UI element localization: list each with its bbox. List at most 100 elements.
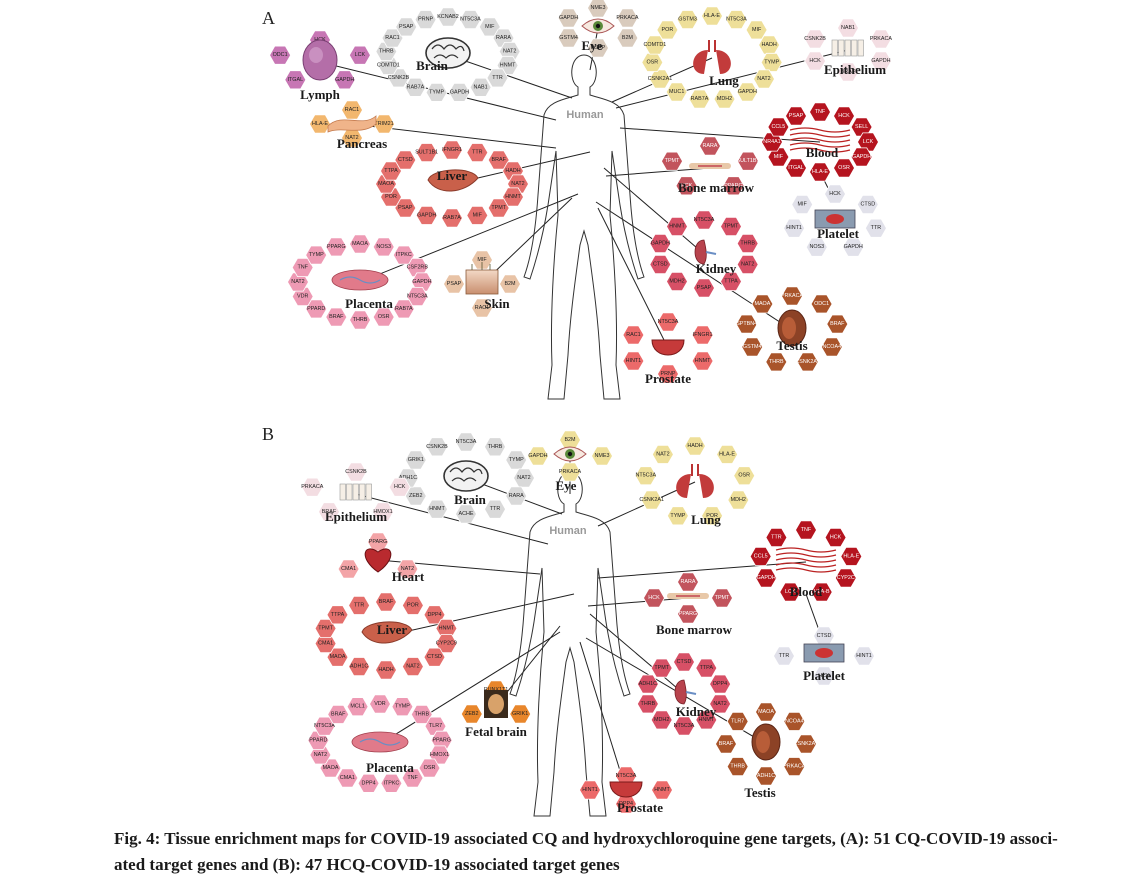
platelet-icon [803, 643, 845, 663]
gene-hexagon [305, 245, 328, 265]
gene-node: GAPDH [755, 568, 778, 588]
gene-label: PRKACA [781, 293, 804, 299]
gene-hexagon [426, 437, 448, 457]
gene-label: THRB [641, 701, 656, 707]
gene-label: MIF [485, 24, 495, 30]
gene-node: NAT2 [651, 444, 674, 464]
gene-node: TTR [773, 646, 795, 666]
gene-node: LCK [348, 45, 371, 65]
panel-letter: B [262, 424, 274, 444]
gene-hexagon [392, 299, 415, 319]
gene-label: PPARG [327, 244, 345, 250]
gene-node: B2M [616, 28, 639, 48]
gene-hexagon [813, 666, 835, 686]
gene-hexagon [677, 604, 699, 624]
gene-node: MIF [791, 194, 814, 215]
gene-node: ADH1C [755, 766, 777, 786]
gene-label: NT5C3A [635, 473, 656, 479]
gene-hexagon [333, 70, 356, 90]
gene-label: NAT2 [757, 76, 770, 82]
gene-node: RAC1 [622, 325, 645, 345]
gene-label: PRNP [661, 371, 676, 377]
gene-node: GAPDH [333, 70, 356, 90]
gene-node: HCK [813, 666, 835, 686]
gene-label: HNMT [699, 717, 715, 723]
gene-hexagon [791, 194, 814, 215]
gene-label: CTSD [653, 262, 668, 268]
gene-label: TTPA [724, 279, 738, 285]
gene-label: RAC1 [626, 332, 640, 338]
gene-hexagon [804, 29, 827, 49]
gene-hexagon [509, 704, 532, 724]
gene-node: TTR [348, 595, 371, 615]
gene-hexagon [505, 486, 528, 506]
gene-node: TNF [809, 102, 831, 122]
gene-node: PRKACA [301, 477, 324, 497]
gene-label: ODC1 [814, 301, 829, 307]
tissue-label: Heart [392, 569, 425, 584]
gene-hexagon [737, 151, 759, 171]
gene-hexagon [499, 274, 521, 294]
gene-node: NT5C3A [657, 312, 679, 332]
panel-b: BHumanNT5C3ATHRBTYMPNAT2RARATTRACHEHNMTZ… [262, 424, 875, 817]
gene-node: BRAF [325, 307, 348, 327]
gene-hexagon [809, 162, 831, 182]
gene-hexagon [437, 7, 459, 27]
gene-hexagon [513, 468, 535, 488]
tissue-label: Lung [691, 512, 721, 527]
gene-node: NT5C3A [693, 210, 715, 230]
gene-hexagon [622, 325, 645, 345]
gene-node: PSAP [443, 274, 465, 294]
gene-hexagon [502, 187, 524, 207]
gene-node: NAB1 [837, 18, 859, 38]
epithelium-icon [831, 39, 864, 57]
gene-label: GRIK1 [512, 711, 528, 717]
gene-label: VDR [297, 294, 308, 300]
gene-label: NCOA4 [785, 718, 804, 724]
gene-node: NCOA4 [820, 337, 843, 357]
brain-icon [443, 460, 489, 492]
gene-node: TYMP [425, 82, 448, 102]
gene-label: GAPDH [450, 89, 469, 95]
gene-hexagon [375, 660, 397, 680]
gene-hexagon [677, 572, 699, 592]
gene-node: RAB7A [688, 89, 711, 109]
gene-node: PPARG [722, 176, 745, 196]
connector-prostate [579, 641, 627, 791]
gene-label: B2M [564, 437, 576, 443]
gene-hexagon [693, 210, 715, 230]
gene-label: HADH [761, 42, 776, 48]
gene-hexagon [773, 646, 795, 666]
gene-node: ITGAL [284, 70, 307, 90]
gene-node: NAT2 [513, 468, 535, 488]
gene-label: COMTD1 [377, 62, 400, 68]
gene-node: IFNGR1 [691, 325, 714, 345]
gene-label: BRAF [719, 741, 734, 747]
gene-label: NAT2 [713, 701, 726, 707]
gene-node: NT5C3A [406, 286, 429, 307]
gene-hexagon [348, 45, 371, 65]
gene-hexagon [591, 446, 613, 466]
gene-label: HCK [394, 484, 406, 490]
gene-node: CCL5 [749, 546, 772, 566]
gene-hexagon [636, 694, 659, 714]
gene-hexagon [820, 337, 843, 357]
gene-hexagon [587, 0, 609, 18]
gene-hexagon [857, 132, 879, 152]
gene-label: HADH [505, 168, 520, 174]
gene-node: NT5C3A [634, 466, 657, 486]
gene-node: CTSD [673, 652, 695, 672]
gene-hexagon [726, 711, 749, 731]
gene-hexagon [701, 506, 724, 526]
gene-label: CMA1 [340, 775, 355, 781]
gene-hexagon [656, 20, 679, 40]
gene-hexagon [837, 18, 859, 38]
gene-node: GAPDH [649, 233, 672, 254]
gene-label: CYP2C9 [436, 641, 457, 647]
gene-node: CMA1 [337, 559, 360, 579]
connector-brain [447, 54, 573, 99]
tissue-label: Bone marrow [678, 180, 755, 195]
gene-label: HNMT [669, 224, 685, 230]
